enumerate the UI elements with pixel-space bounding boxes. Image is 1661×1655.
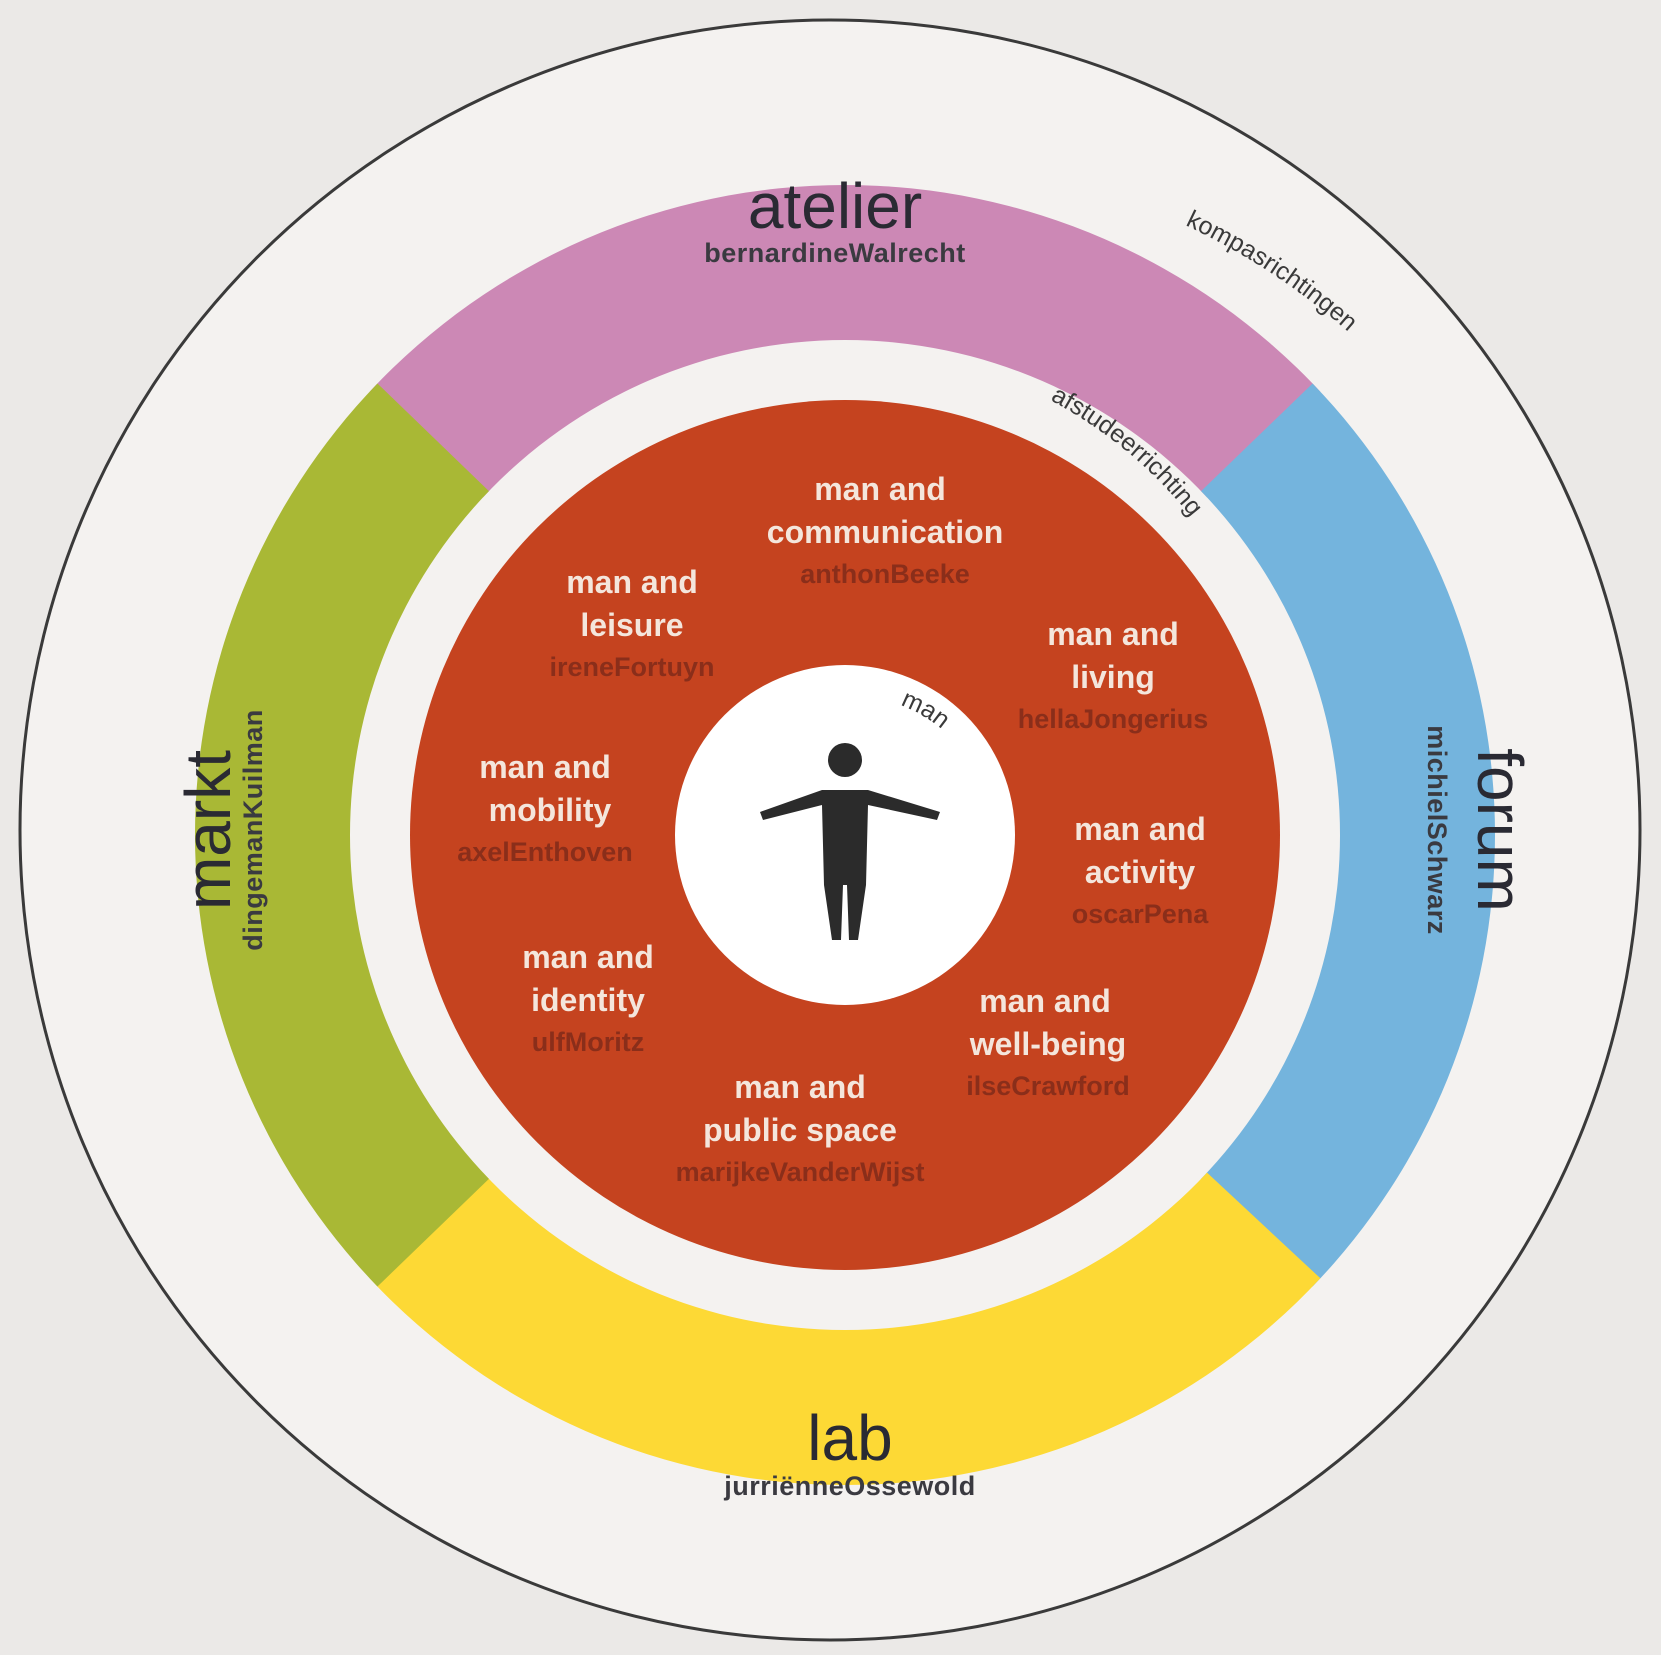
svg-text:activity: activity <box>1085 854 1195 890</box>
topic-public-space: man and public space marijkeVanderWijst <box>676 1069 925 1187</box>
forum-band <box>1201 383 1496 1287</box>
topic-leisure: man and leisure ireneFortuyn <box>549 564 714 682</box>
svg-text:ulfMoritz: ulfMoritz <box>532 1027 644 1057</box>
atelier-title: atelier <box>748 170 922 242</box>
markt-subtitle: dingemanKuilman <box>238 709 268 951</box>
svg-text:man and: man and <box>979 983 1111 1019</box>
svg-text:marijkeVanderWijst: marijkeVanderWijst <box>676 1157 925 1187</box>
svg-text:leisure: leisure <box>580 607 683 643</box>
topic-communication: man and communication anthonBeeke <box>767 471 1003 589</box>
svg-text:communication: communication <box>767 514 1003 550</box>
atelier-subtitle: bernardineWalrecht <box>704 238 966 268</box>
svg-text:man and: man and <box>566 564 698 600</box>
topic-living: man and living hellaJongerius <box>1018 616 1209 734</box>
markt-band <box>194 383 489 1287</box>
markt-title: markt <box>172 750 244 910</box>
lab-title: lab <box>807 1402 892 1474</box>
svg-text:ilseCrawford: ilseCrawford <box>966 1071 1130 1101</box>
svg-text:man and: man and <box>814 471 946 507</box>
svg-text:man and: man and <box>1074 811 1206 847</box>
svg-text:man and: man and <box>1047 616 1179 652</box>
svg-text:man and: man and <box>734 1069 866 1105</box>
topic-activity: man and activity oscarPena <box>1072 811 1210 929</box>
svg-text:public space: public space <box>703 1112 897 1148</box>
svg-text:well-being: well-being <box>969 1026 1126 1062</box>
topic-well-being: man and well-being ilseCrawford <box>966 983 1130 1101</box>
lab-subtitle: jurriënneOssewold <box>723 1471 976 1501</box>
svg-text:hellaJongerius: hellaJongerius <box>1018 704 1209 734</box>
forum-subtitle: michielSchwarz <box>1422 725 1452 935</box>
forum-title: forum <box>1464 748 1536 912</box>
topic-identity: man and identity ulfMoritz <box>522 939 654 1057</box>
svg-text:axelEnthoven: axelEnthoven <box>457 837 633 867</box>
svg-text:man and: man and <box>522 939 654 975</box>
atelier-band <box>369 184 1321 498</box>
topic-mobility: man and mobility axelEnthoven <box>457 749 633 867</box>
lab-band <box>369 1172 1321 1486</box>
person-icon <box>760 743 940 940</box>
svg-text:identity: identity <box>531 982 645 1018</box>
svg-text:mobility: mobility <box>489 792 612 828</box>
svg-text:ireneFortuyn: ireneFortuyn <box>549 652 714 682</box>
svg-text:anthonBeeke: anthonBeeke <box>800 559 970 589</box>
svg-text:man and: man and <box>479 749 611 785</box>
svg-text:living: living <box>1071 659 1155 695</box>
svg-text:oscarPena: oscarPena <box>1072 899 1210 929</box>
